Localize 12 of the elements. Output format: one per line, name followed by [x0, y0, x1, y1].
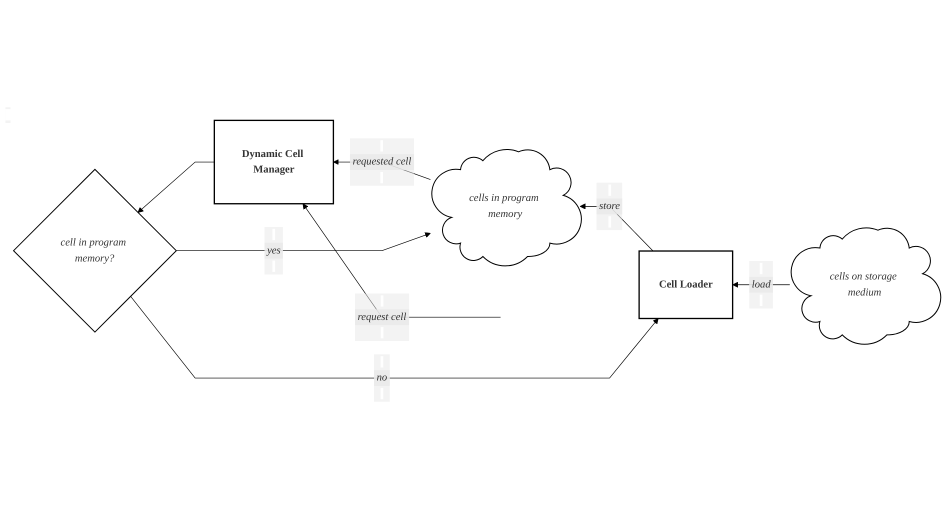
edge-label: store: [599, 200, 620, 212]
edge-label: no: [376, 372, 388, 384]
node-box: Cell Loader: [638, 250, 734, 320]
arrow: [176, 232, 431, 252]
arrow: [138, 162, 215, 213]
edge-label: requested cell: [352, 156, 412, 168]
edge-label: yes: [267, 244, 281, 256]
edge-label: load: [752, 278, 771, 290]
node-diamond: cell in program memory?: [12, 168, 177, 333]
edge-label: request cell: [358, 311, 406, 322]
node-box: Dynamic Cell Manager: [214, 120, 334, 204]
arrow: [130, 296, 659, 378]
